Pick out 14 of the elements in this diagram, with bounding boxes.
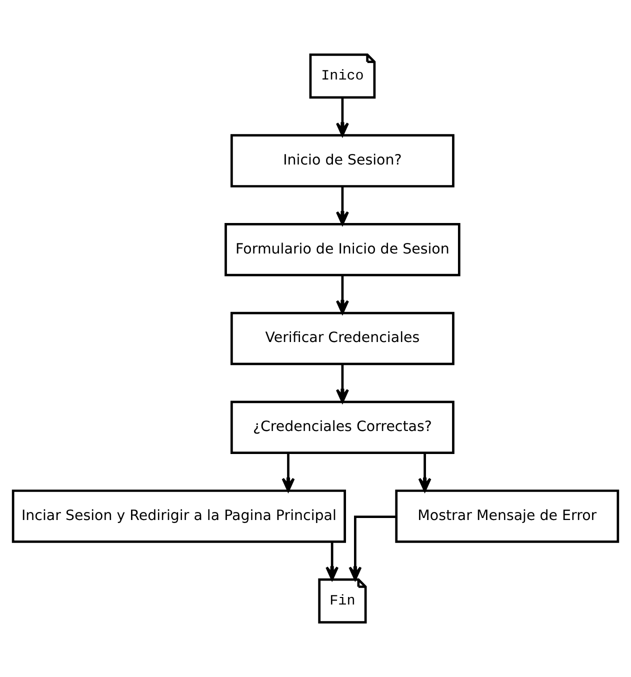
node-box: ¿Credenciales Correctas? xyxy=(230,400,454,454)
arrow xyxy=(348,516,396,580)
arrow xyxy=(326,542,339,580)
arrow xyxy=(336,97,349,136)
node-box: Mostrar Mensaje de Error xyxy=(395,490,620,543)
node-box: Inciar Sesion y Redirigir a la Pagina Principal xyxy=(12,490,346,543)
arrow xyxy=(336,275,349,314)
arrow xyxy=(418,453,432,492)
node-box: Formulario de Inicio de Sesion xyxy=(224,222,460,276)
arrow xyxy=(336,364,349,403)
arrow xyxy=(336,186,349,226)
node-box: Verificar Credenciales xyxy=(230,312,454,366)
node-box: Inicio de Sesion? xyxy=(230,134,454,188)
arrow xyxy=(282,453,295,492)
